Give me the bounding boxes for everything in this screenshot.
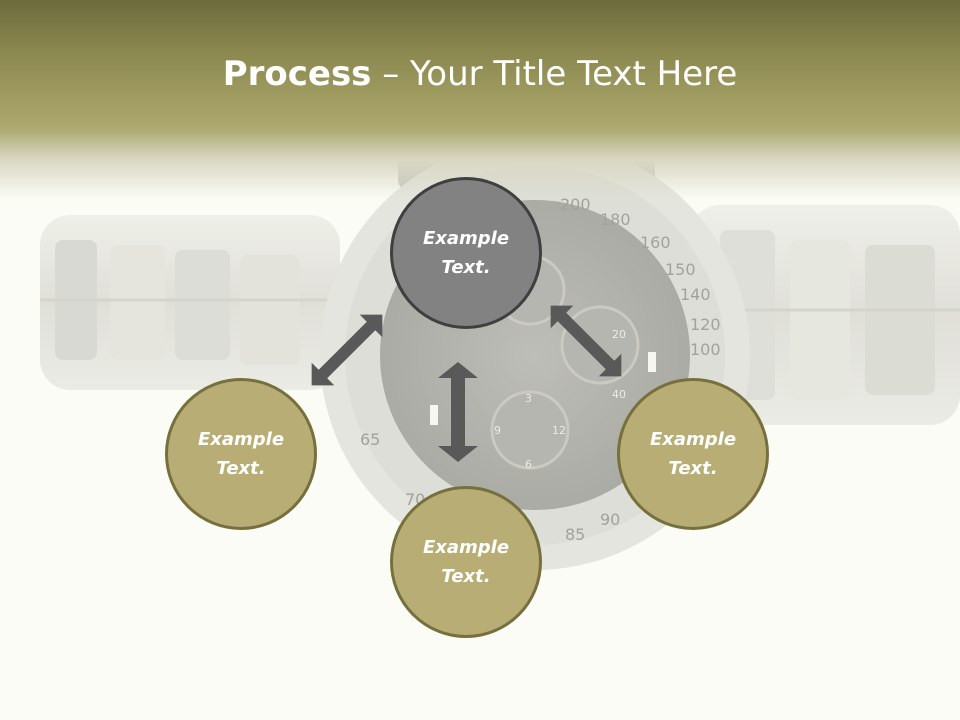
slide-title: Process – Your Title Text Here	[0, 52, 960, 96]
subdial-number: 6	[525, 458, 532, 471]
bezel-number: 120	[690, 315, 721, 334]
bezel-number: 85	[565, 525, 585, 544]
node-top[interactable]: Example Text.	[390, 177, 542, 329]
bezel-number: 65	[360, 430, 380, 449]
double-arrow-left-icon	[311, 314, 383, 386]
title-rest: – Your Title Text Here	[371, 54, 738, 94]
bezel-number: 140	[680, 285, 711, 304]
subdial-number: 40	[612, 388, 626, 401]
double-arrow-right-icon	[550, 305, 622, 377]
node-bottom-label: Example Text.	[422, 537, 510, 587]
bezel-number: 150	[665, 260, 696, 279]
node-top-label: Example Text.	[422, 228, 510, 278]
bezel-number: 180	[600, 210, 631, 229]
node-left[interactable]: Example Text.	[165, 378, 317, 530]
bezel-number: 160	[640, 233, 671, 252]
title-bold: Process	[222, 54, 372, 94]
node-bottom[interactable]: Example Text.	[390, 486, 542, 638]
arrow-group	[311, 305, 622, 462]
node-right[interactable]: Example Text.	[617, 378, 769, 530]
double-arrow-vertical-icon	[438, 362, 478, 462]
subdial-number: 20	[612, 328, 626, 341]
bezel-number: 90	[600, 510, 620, 529]
subdial-number: 12	[552, 424, 566, 437]
bezel-number: 100	[690, 340, 721, 359]
subdial-number: 9	[494, 424, 501, 437]
header-band	[0, 0, 960, 200]
node-left-label: Example Text.	[197, 429, 285, 479]
node-right-label: Example Text.	[649, 429, 737, 479]
subdial-number: 3	[525, 392, 532, 405]
